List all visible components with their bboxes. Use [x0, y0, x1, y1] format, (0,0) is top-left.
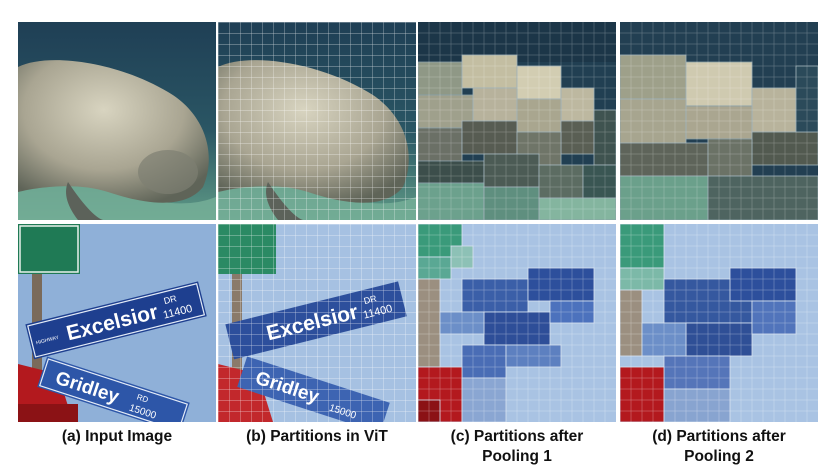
caption-a: (a) Input Image [18, 427, 216, 447]
sign-pooling2-grid [620, 224, 818, 422]
caption-c: (c) Partitions after Pooling 1 [418, 427, 616, 467]
bottom-sign-suffix: RD [136, 392, 150, 404]
caption-d: (d) Partitions after Pooling 2 [620, 427, 818, 467]
manatee-pooling2-grid [620, 22, 818, 220]
sign-pooling1-grid [418, 224, 616, 422]
caption-d-line-1: (d) Partitions after [652, 428, 786, 445]
manatee-pooling1-grid [418, 22, 616, 220]
street-sign-photo: Excelsior DR 11400 HIGHWAY Gridley RD 15… [18, 224, 216, 422]
caption-a-line-1: (a) Input Image [61, 428, 173, 445]
sign-pooling2-partitions [620, 224, 818, 422]
manatee-photo [18, 22, 216, 220]
sign-pooling1-partitions [418, 224, 616, 422]
sign-input-image: Excelsior DR 11400 HIGHWAY Gridley RD 15… [18, 224, 216, 422]
top-sign-small: HIGHWAY [36, 335, 61, 347]
top-sign-suffix: DR [163, 293, 179, 306]
sign-vit-partitions: Excelsior DR 11400 Gridley 15000 [218, 224, 416, 422]
sign-vit-grid: Excelsior DR 11400 Gridley 15000 [218, 224, 416, 422]
caption-b: (b) Partitions in ViT [218, 427, 416, 447]
caption-c-line-2: Pooling 1 [482, 448, 552, 465]
manatee-vit-partitions [218, 22, 416, 220]
caption-b-line-1: (b) Partitions in ViT [246, 428, 388, 445]
caption-d-line-2: Pooling 2 [684, 448, 754, 465]
manatee-pooling1-partitions [418, 22, 616, 220]
manatee-pooling2-partitions [620, 22, 818, 220]
manatee-vit-grid [218, 22, 416, 220]
manatee-input-image [18, 22, 216, 220]
caption-c-line-1: (c) Partitions after [450, 428, 584, 445]
